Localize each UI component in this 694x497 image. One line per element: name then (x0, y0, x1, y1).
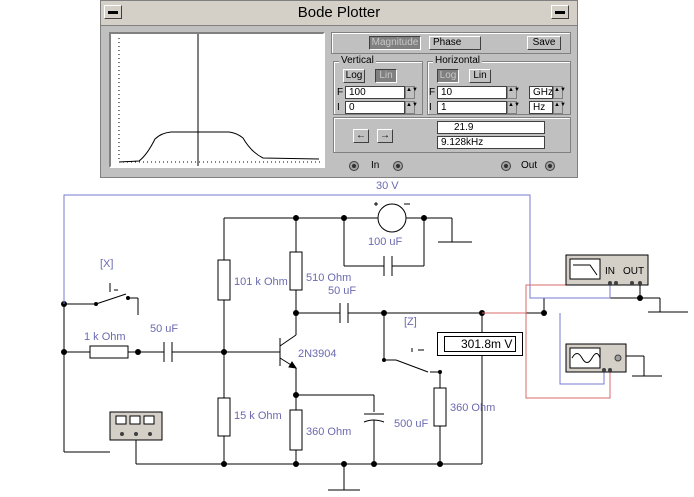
vertical-i-label: I (337, 102, 340, 113)
in-plus-terminal[interactable] (393, 161, 403, 171)
readout-value: 21.9 (437, 121, 545, 134)
vertical-f-label: F (337, 87, 344, 98)
load-resistor-label: 360 Ohm (450, 402, 496, 414)
switch-x-label[interactable]: [X] (100, 258, 114, 270)
bode-in-label: IN (605, 266, 615, 277)
bypass-cap-label: 100 uF (368, 236, 403, 248)
horizontal-initial-unit-spinner[interactable]: ▲▼ (553, 101, 566, 114)
magnitude-button[interactable]: Magnitude (369, 36, 421, 50)
window-title: Bode Plotter (297, 4, 381, 21)
vertical-initial-spinner[interactable]: ▲▼ (405, 101, 418, 114)
input-cap-label: 50 uF (150, 323, 179, 335)
bode-plotter-window: ▬ Bode Plotter ▬ Magnitude Phase Save Ve… (100, 0, 578, 178)
horizontal-title: Horizontal (433, 55, 483, 67)
minimize-button[interactable]: ▬ (551, 5, 569, 19)
horizontal-final-unit-spinner[interactable]: ▲▼ (553, 86, 566, 99)
in-minus-terminal[interactable] (349, 161, 359, 171)
cursor-right-button[interactable]: → (377, 129, 393, 143)
frequency-response-curve (118, 131, 320, 163)
source-resistor-label: 1 k Ohm (84, 331, 126, 343)
supply-label: 30 V (376, 180, 399, 192)
function-generator-icon (109, 411, 163, 441)
system-menu-button[interactable]: ▬ (104, 5, 122, 19)
vertical-title: Vertical (339, 55, 376, 67)
in-label: In (371, 160, 380, 171)
bode-plotter-icon (565, 254, 649, 286)
horizontal-final-spinner[interactable]: ▲▼ (507, 86, 520, 99)
out-minus-terminal[interactable] (501, 161, 511, 171)
bode-out-label: OUT (623, 266, 645, 277)
vertical-final-spinner[interactable]: ▲▼ (405, 86, 418, 99)
horizontal-initial-spinner[interactable]: ▲▼ (507, 101, 520, 114)
title-bar[interactable]: ▬ Bode Plotter ▬ (101, 1, 577, 26)
rc-label: 510 Ohm (306, 272, 352, 284)
phase-button[interactable]: Phase (429, 36, 481, 50)
vertical-log-button[interactable]: Log (343, 69, 365, 83)
horizontal-initial-unit[interactable]: Hz (529, 101, 553, 114)
horizontal-lin-button[interactable]: Lin (469, 69, 491, 83)
horizontal-i-label: I (429, 102, 432, 113)
output-cap-label: 50 uF (328, 285, 357, 297)
save-button[interactable]: Save (527, 36, 561, 50)
vertical-initial-field[interactable]: 0 (345, 101, 405, 114)
re-label: 360 Ohm (306, 426, 352, 438)
r1-label: 101 k Ohm (234, 276, 288, 288)
mode-panel (331, 32, 571, 54)
vertical-panel (333, 61, 423, 115)
horizontal-initial-field[interactable]: 1 (437, 101, 507, 114)
r2-label: 15 k Ohm (234, 410, 282, 422)
vertical-lin-button[interactable]: Lin (375, 69, 397, 83)
readout-frequency: 9.128kHz (437, 136, 545, 149)
switch-z-label[interactable]: [Z] (404, 316, 417, 328)
horizontal-final-unit[interactable]: GHz (529, 86, 553, 99)
voltmeter[interactable]: 301.8m V (437, 332, 523, 356)
readout-panel (333, 117, 571, 153)
plot-screen[interactable] (109, 32, 325, 168)
out-plus-terminal[interactable] (545, 161, 555, 171)
horizontal-log-button[interactable]: Log (437, 69, 459, 83)
transistor-label: 2N3904 (298, 348, 337, 360)
horizontal-final-field[interactable]: 10 (437, 86, 507, 99)
horizontal-panel (427, 61, 571, 115)
emitter-cap-label: 500 uF (394, 418, 429, 430)
vertical-final-field[interactable]: 100 (345, 86, 405, 99)
cursor-left-button[interactable]: ← (353, 129, 369, 143)
magnitude-plot (118, 34, 321, 166)
oscilloscope-icon (565, 343, 627, 373)
voltmeter-reading: 301.8m V (444, 336, 516, 352)
out-label: Out (521, 160, 538, 171)
horizontal-f-label: F (429, 87, 436, 98)
